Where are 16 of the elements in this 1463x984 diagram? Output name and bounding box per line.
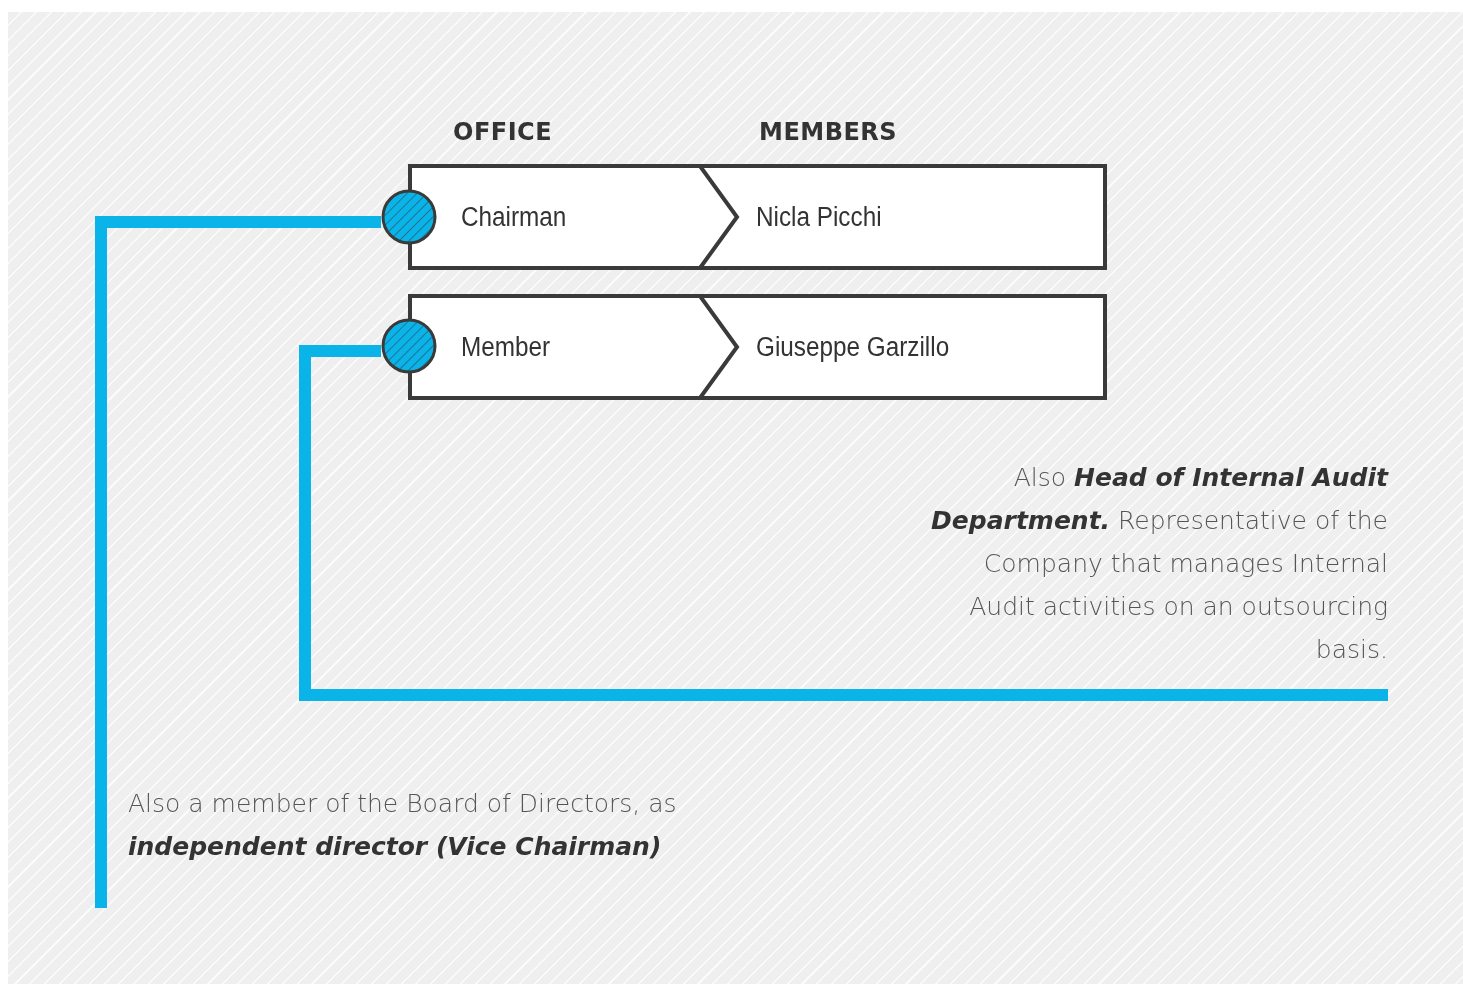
member-name: Nicla Picchi — [756, 201, 882, 233]
hatched-circle-marker — [381, 189, 437, 245]
member-name-cell — [698, 296, 1105, 398]
office-title: Member — [461, 331, 551, 363]
hatched-circle-marker — [381, 318, 437, 374]
connector-line — [95, 216, 381, 908]
member-name-cell — [698, 166, 1105, 268]
connector-line — [299, 345, 1388, 701]
note-text: Also Head of Internal Audit Department. Representative of the Company that manages Internal Audit activities on an outsourcing basis. — [930, 462, 1388, 666]
member-name: Giuseppe Garzillo — [756, 331, 950, 363]
office-cell — [410, 296, 737, 398]
column-header: OFFICE — [453, 118, 553, 146]
column-header: MEMBERS — [759, 118, 898, 146]
note-text: Also a member of the Board of Directors, as independent director (Vice Chairman) — [128, 788, 678, 863]
office-title: Chairman — [461, 201, 567, 233]
office-cell — [410, 166, 737, 268]
